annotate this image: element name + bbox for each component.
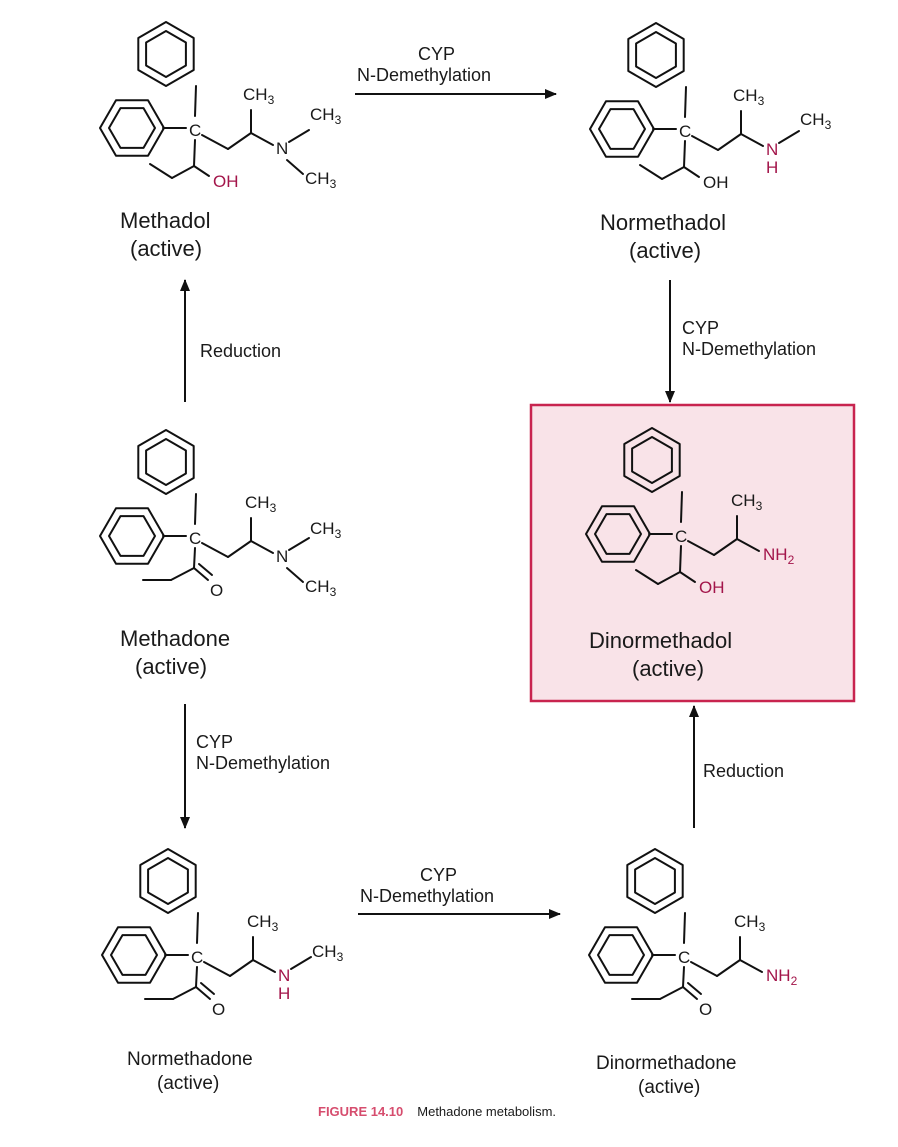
ch3-label: CH3: [245, 493, 277, 515]
reaction-type-label: N-Demethylation: [357, 65, 491, 85]
dinormethadone-structure: C CH3 NH2 O: [588, 848, 798, 1019]
figure-caption: FIGURE 14.10 Methadone metabolism.: [318, 1103, 556, 1120]
reaction-type-label: Reduction: [703, 761, 784, 781]
compound-status: (active): [135, 654, 207, 679]
compound-status: (active): [632, 656, 704, 681]
o-label: O: [699, 1000, 712, 1019]
o-label: O: [210, 581, 223, 600]
normethadone-structure: C CH3 N H CH3 O: [101, 848, 344, 1019]
compound-name: Methadone: [120, 626, 230, 651]
atom-n: N: [278, 966, 290, 985]
reaction-type-label: N-Demethylation: [682, 339, 816, 359]
ch3-label: CH3: [733, 86, 765, 108]
oh-label: OH: [703, 173, 729, 192]
nh2-label: NH2: [763, 545, 795, 567]
methadone-structure: C CH3 N CH3 CH3 O: [99, 429, 342, 600]
ch3-label: CH3: [800, 110, 832, 132]
compound-name: Dinormethadone: [596, 1053, 736, 1074]
ch3-label: CH3: [731, 491, 763, 513]
compound-status: (active): [629, 238, 701, 263]
normethadol-structure: C CH3 N H CH3 OH: [589, 22, 832, 192]
ch3-label: CH3: [310, 519, 342, 541]
reaction-type-label: Reduction: [200, 341, 281, 361]
atom-c: C: [678, 948, 690, 967]
atom-h: H: [766, 158, 778, 177]
ch3-label: CH3: [310, 105, 342, 127]
reaction-type-label: N-Demethylation: [196, 753, 330, 773]
atom-n: N: [766, 140, 778, 159]
figure-number: FIGURE 14.10: [318, 1104, 403, 1119]
highlight-box: [529, 403, 856, 703]
compound-status: (active): [638, 1077, 700, 1098]
ch3-label: CH3: [734, 912, 766, 934]
o-label: O: [212, 1000, 225, 1019]
ch3-label: CH3: [312, 942, 344, 964]
reaction-type-label: N-Demethylation: [360, 886, 494, 906]
ch3-label: CH3: [243, 85, 275, 107]
dinormethadol-structure: C CH3 NH2 OH: [585, 427, 795, 597]
atom-h: H: [278, 984, 290, 1003]
compound-name: Normethadol: [600, 210, 726, 235]
compound-name: Methadol: [120, 208, 211, 233]
atom-c: C: [675, 527, 687, 546]
compound-status: (active): [130, 236, 202, 261]
atom-n: N: [276, 547, 288, 566]
atom-c: C: [189, 121, 201, 140]
atom-c: C: [191, 948, 203, 967]
reaction-enzyme-label: CYP: [420, 865, 457, 885]
compound-status: (active): [157, 1073, 219, 1094]
ch3-label: CH3: [305, 169, 337, 191]
methadol-structure: C CH3 N CH3 CH3 OH: [99, 21, 342, 191]
compound-name: Normethadone: [127, 1049, 253, 1070]
oh-label: OH: [213, 172, 239, 191]
reaction-enzyme-label: CYP: [682, 318, 719, 338]
ch3-label: CH3: [247, 912, 279, 934]
atom-c: C: [189, 529, 201, 548]
atom-n: N: [276, 139, 288, 158]
oh-label: OH: [699, 578, 725, 597]
nh2-label: NH2: [766, 966, 798, 988]
ch3-label: CH3: [305, 577, 337, 599]
atom-c: C: [679, 122, 691, 141]
reaction-enzyme-label: CYP: [196, 732, 233, 752]
compound-name: Dinormethadol: [589, 628, 732, 653]
reaction-enzyme-label: CYP: [418, 44, 455, 64]
figure-title: Methadone metabolism.: [417, 1104, 556, 1119]
